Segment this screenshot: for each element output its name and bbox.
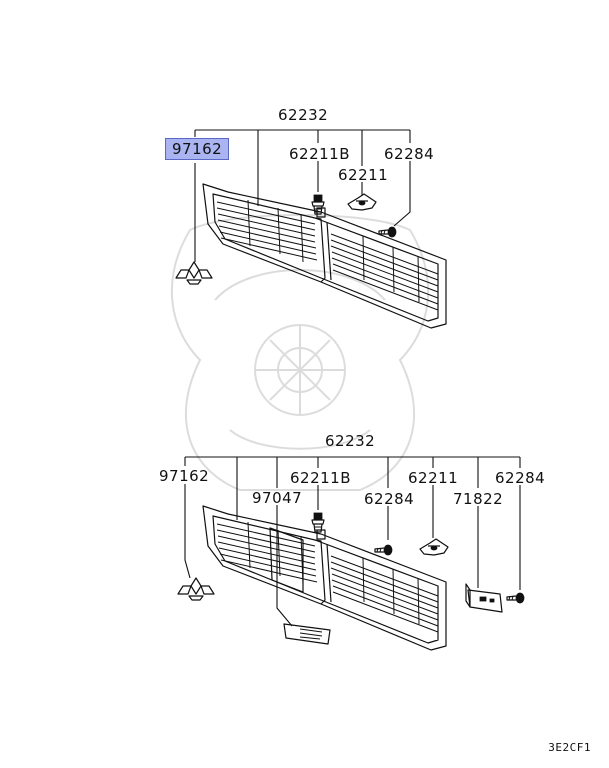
label-lower-screw-b[interactable]: 62284: [495, 469, 546, 487]
lower-assembly: [177, 456, 525, 651]
label-lower-bracket[interactable]: 71822: [453, 490, 504, 508]
label-upper-emblem[interactable]: 97162: [165, 138, 230, 160]
clip-lower: [311, 512, 325, 533]
bracket-lower: [465, 583, 503, 613]
grille-lower: [202, 505, 447, 651]
nut-lower: [419, 538, 449, 556]
label-upper-nut[interactable]: 62211: [338, 166, 389, 184]
label-lower-clip[interactable]: 62211B: [290, 469, 352, 487]
nut-upper: [347, 193, 377, 211]
page-code: 3E2CF1: [548, 741, 591, 754]
label-lower-emblem[interactable]: 97162: [159, 467, 210, 485]
label-upper-clip[interactable]: 62211B: [289, 145, 351, 163]
watermark-crest: [170, 214, 430, 491]
emblem-upper: [175, 261, 213, 285]
badge-lower: [283, 623, 331, 645]
label-lower-badge[interactable]: 97047: [252, 489, 303, 507]
label-lower-nut[interactable]: 62211: [408, 469, 459, 487]
grille-lower-side-panel: [269, 527, 304, 593]
screw-b-lower: [506, 592, 525, 604]
label-lower-grille[interactable]: 62232: [325, 432, 376, 450]
label-upper-screw[interactable]: 62284: [384, 145, 435, 163]
upper-assembly: [175, 129, 447, 329]
screw-a-lower: [374, 544, 393, 556]
emblem-lower: [177, 577, 215, 601]
label-lower-screw-a[interactable]: 62284: [364, 490, 415, 508]
label-upper-grille[interactable]: 62232: [278, 106, 329, 124]
